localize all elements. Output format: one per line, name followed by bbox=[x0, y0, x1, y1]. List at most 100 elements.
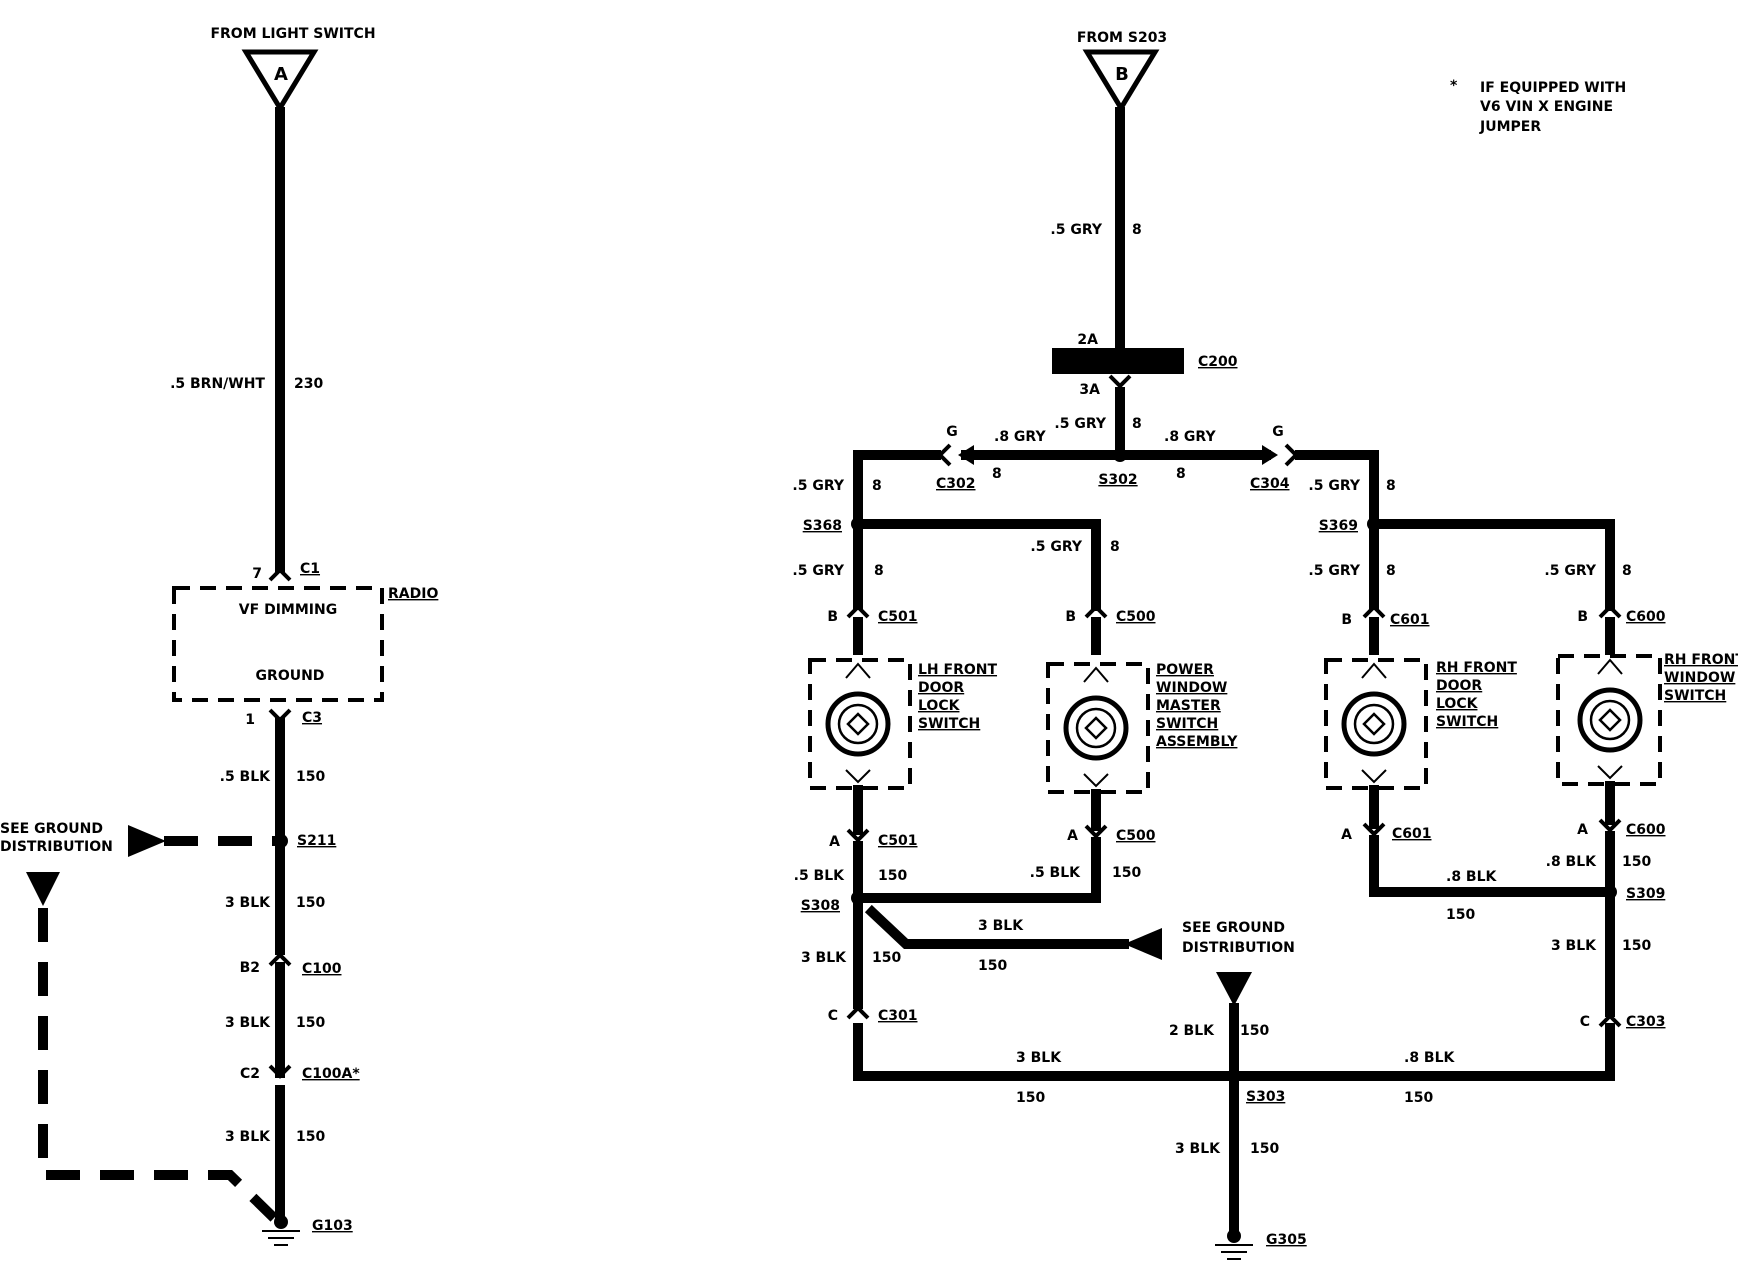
ckt-left-br-label: 8 bbox=[992, 466, 1002, 482]
ckt-gnd-br-label: 150 bbox=[978, 958, 1007, 974]
sw2-line-4: ASSEMBLY bbox=[1156, 734, 1238, 750]
wire-230-label: .5 BRN/WHT bbox=[170, 376, 265, 392]
sw4-line-0: RH FRONT bbox=[1664, 652, 1738, 668]
ckt-bot-l-label: 150 bbox=[1016, 1090, 1045, 1106]
arrow-left-head bbox=[958, 445, 974, 465]
sw2-line-0: POWER bbox=[1156, 662, 1214, 678]
w-left-br-label: .8 GRY bbox=[994, 429, 1046, 445]
c200-label: C200 bbox=[1198, 354, 1238, 370]
s368-label: S368 bbox=[803, 518, 842, 534]
c500-top-label: C500 bbox=[1116, 609, 1156, 625]
c301-label: C301 bbox=[878, 1008, 918, 1024]
radio-box bbox=[172, 586, 384, 702]
wire-c303-s303 bbox=[1235, 1023, 1615, 1081]
w-r3-label: 3 BLK bbox=[1551, 938, 1597, 954]
note-line-3: JUMPER bbox=[1479, 119, 1541, 135]
source-a-label: FROM LIGHT SWITCH bbox=[210, 26, 375, 42]
c200-pin-top: 2A bbox=[1077, 332, 1098, 348]
s303-label: S303 bbox=[1246, 1089, 1285, 1105]
w-center-label: 2 BLK bbox=[1169, 1023, 1215, 1039]
pin-a2: A bbox=[1067, 828, 1078, 844]
ckt-l2-label: 8 bbox=[874, 563, 884, 579]
ckt-bot-r-label: 150 bbox=[1404, 1090, 1433, 1106]
ckt4-label: 150 bbox=[296, 1129, 325, 1145]
pin-b2: B bbox=[1065, 609, 1076, 625]
w-m1-label: .5 GRY bbox=[1030, 539, 1082, 555]
sw3-line-0: RH FRONT bbox=[1436, 660, 1517, 676]
ckt3-label: 150 bbox=[296, 1015, 325, 1031]
pin-b3: B bbox=[1341, 612, 1352, 628]
wire-s308-ground-dist bbox=[864, 904, 1129, 949]
w-rb1-label: .8 BLK bbox=[1446, 869, 1498, 885]
w-l1-label: .5 GRY bbox=[792, 478, 844, 494]
ckt-rrb1-label: 150 bbox=[1622, 854, 1651, 870]
ckt-mb1-label: 150 bbox=[1112, 865, 1141, 881]
see-ground-left-1: SEE GROUND bbox=[0, 821, 103, 837]
c200-connector-block bbox=[1052, 348, 1184, 374]
rh-front-door-lock-switch bbox=[1324, 658, 1428, 790]
see-ground-left-2: DISTRIBUTION bbox=[0, 839, 113, 855]
s369-label: S369 bbox=[1319, 518, 1358, 534]
sw1-line-0: LH FRONT bbox=[918, 662, 997, 678]
ckt-r2-label: 8 bbox=[1386, 563, 1396, 579]
w-bot-r-label: .8 BLK bbox=[1404, 1050, 1456, 1066]
ckt-230-label: 230 bbox=[294, 376, 323, 392]
c600-bot-connector bbox=[1598, 818, 1622, 833]
lh-front-door-lock-switch bbox=[808, 658, 912, 790]
pin-a4: A bbox=[1577, 822, 1588, 838]
ckt-r3-label: 150 bbox=[1622, 938, 1651, 954]
c302-label: C302 bbox=[936, 476, 976, 492]
c501-top-label: C501 bbox=[878, 609, 918, 625]
sw4-line-2: SWITCH bbox=[1664, 688, 1726, 704]
sw1-line-2: LOCK bbox=[918, 698, 961, 714]
arrow-right-head bbox=[1262, 445, 1278, 465]
c600-top-label: C600 bbox=[1626, 609, 1666, 625]
w-right-br-label: .8 GRY bbox=[1164, 429, 1216, 445]
ckt-rb1-label: 150 bbox=[1446, 907, 1475, 923]
c100a-label: C100A* bbox=[302, 1066, 360, 1082]
g305-label: G305 bbox=[1266, 1232, 1307, 1248]
s211-label: S211 bbox=[297, 833, 336, 849]
sw3-line-2: LOCK bbox=[1436, 696, 1479, 712]
source-b-letter: B bbox=[1115, 64, 1129, 85]
c1-connector bbox=[268, 567, 292, 582]
s309-label: S309 bbox=[1626, 886, 1665, 902]
note-line-1: IF EQUIPPED WITH bbox=[1480, 80, 1626, 96]
w-s302-label: .5 GRY bbox=[1054, 416, 1106, 432]
w3-label: 3 BLK bbox=[225, 1015, 271, 1031]
sw2-line-2: MASTER bbox=[1156, 698, 1221, 714]
ckt1-label: 150 bbox=[296, 769, 325, 785]
ckt-right-br-label: 8 bbox=[1176, 466, 1186, 482]
see-ground-arrow-left bbox=[128, 825, 166, 857]
ground-distribution-arrow-down-right bbox=[1216, 972, 1252, 1006]
g-left-label: G bbox=[946, 424, 958, 440]
w-top-label: .5 GRY bbox=[1050, 222, 1102, 238]
c601-top-label: C601 bbox=[1390, 612, 1430, 628]
s211-splice bbox=[274, 834, 288, 848]
c100a-connector bbox=[268, 1064, 292, 1079]
source-a-triangle: A bbox=[241, 49, 319, 113]
w-l2-label: .5 GRY bbox=[792, 563, 844, 579]
w-r1-label: .5 GRY bbox=[1308, 478, 1360, 494]
c500-bot-label: C500 bbox=[1116, 828, 1156, 844]
c601-bot-connector bbox=[1362, 822, 1386, 837]
w-g305-label: 3 BLK bbox=[1175, 1141, 1221, 1157]
w-gnd-br-label: 3 BLK bbox=[978, 918, 1024, 934]
wire-c301-s303 bbox=[853, 1023, 1235, 1081]
sw3-line-1: DOOR bbox=[1436, 678, 1482, 694]
ckt-m1-label: 8 bbox=[1110, 539, 1120, 555]
c501-bot-connector bbox=[846, 828, 870, 843]
w-rrb1-label: .8 BLK bbox=[1546, 854, 1598, 870]
c600-top-connector bbox=[1598, 604, 1622, 619]
c100-connector bbox=[268, 952, 292, 967]
c304-connector bbox=[1284, 443, 1299, 467]
see-ground-arrow-right bbox=[1124, 928, 1162, 960]
ground-distribution-arrow-down-left bbox=[26, 872, 60, 906]
rh-front-window-switch bbox=[1556, 654, 1662, 786]
ckt-l3-label: 150 bbox=[872, 950, 901, 966]
sw2-line-1: WINDOW bbox=[1156, 680, 1227, 696]
ground-distribution-dash-loop bbox=[38, 908, 278, 1222]
c303-connector bbox=[1598, 1013, 1622, 1028]
sw1-line-1: DOOR bbox=[918, 680, 964, 696]
